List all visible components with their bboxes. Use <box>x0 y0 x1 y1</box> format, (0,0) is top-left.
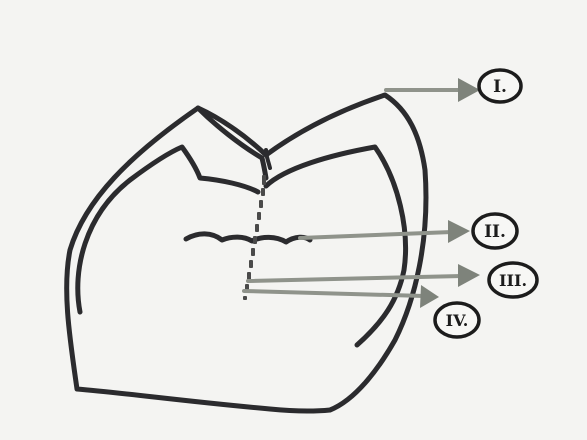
inner-dentin-outline-right <box>266 147 406 345</box>
label-IV: IV. <box>435 303 479 337</box>
outer-crown-outline <box>67 95 426 411</box>
arrow-I <box>386 78 480 102</box>
label-I: I. <box>479 70 521 102</box>
dentin-junction-wave <box>186 234 310 242</box>
label-III: III. <box>489 263 537 297</box>
label-I-text: I. <box>493 77 507 97</box>
arrow-III <box>248 264 480 287</box>
label-IV-text: IV. <box>446 311 469 330</box>
label-III-text: III. <box>499 271 527 290</box>
inner-dentin-outline-left <box>78 147 258 312</box>
label-II-text: II. <box>484 222 506 242</box>
label-II: II. <box>473 214 517 248</box>
arrow-II <box>300 220 470 243</box>
